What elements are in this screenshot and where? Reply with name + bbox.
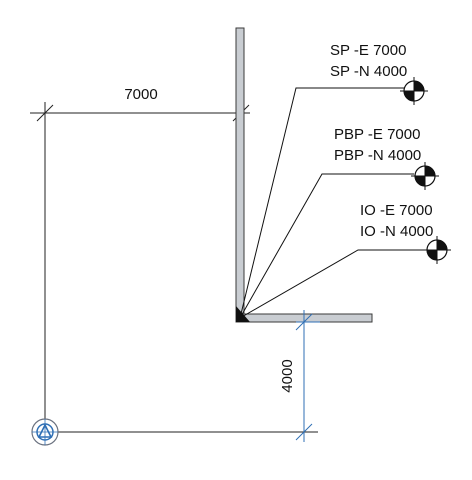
corner-fill <box>236 306 250 322</box>
leader-line-sp <box>239 87 404 319</box>
dimension-vertical-label: 4000 <box>279 359 296 392</box>
target-marker-icon[interactable] <box>411 162 439 190</box>
wall-vertical <box>235 27 245 323</box>
dim-tick-left <box>36 104 54 122</box>
annotation-sp-line2: SP -N 4000 <box>330 63 407 80</box>
annotation-pbp-line1: PBP -E 7000 <box>334 126 420 143</box>
survey-point-icon[interactable] <box>31 418 59 446</box>
dimension-horizontal-label: 7000 <box>124 86 157 103</box>
leader-line-io <box>239 249 430 319</box>
leader-line-pbp <box>239 173 414 319</box>
annotation-io-line2: IO -N 4000 <box>360 223 433 240</box>
annotation-pbp-line2: PBP -N 4000 <box>334 147 421 164</box>
annotation-sp-line1: SP -E 7000 <box>330 42 406 59</box>
target-marker-icon[interactable] <box>423 236 451 264</box>
target-marker-icon[interactable] <box>400 77 428 105</box>
dim-tick-top <box>295 313 313 331</box>
dim-tick-bottom <box>295 423 313 441</box>
annotation-io-line1: IO -E 7000 <box>360 202 433 219</box>
